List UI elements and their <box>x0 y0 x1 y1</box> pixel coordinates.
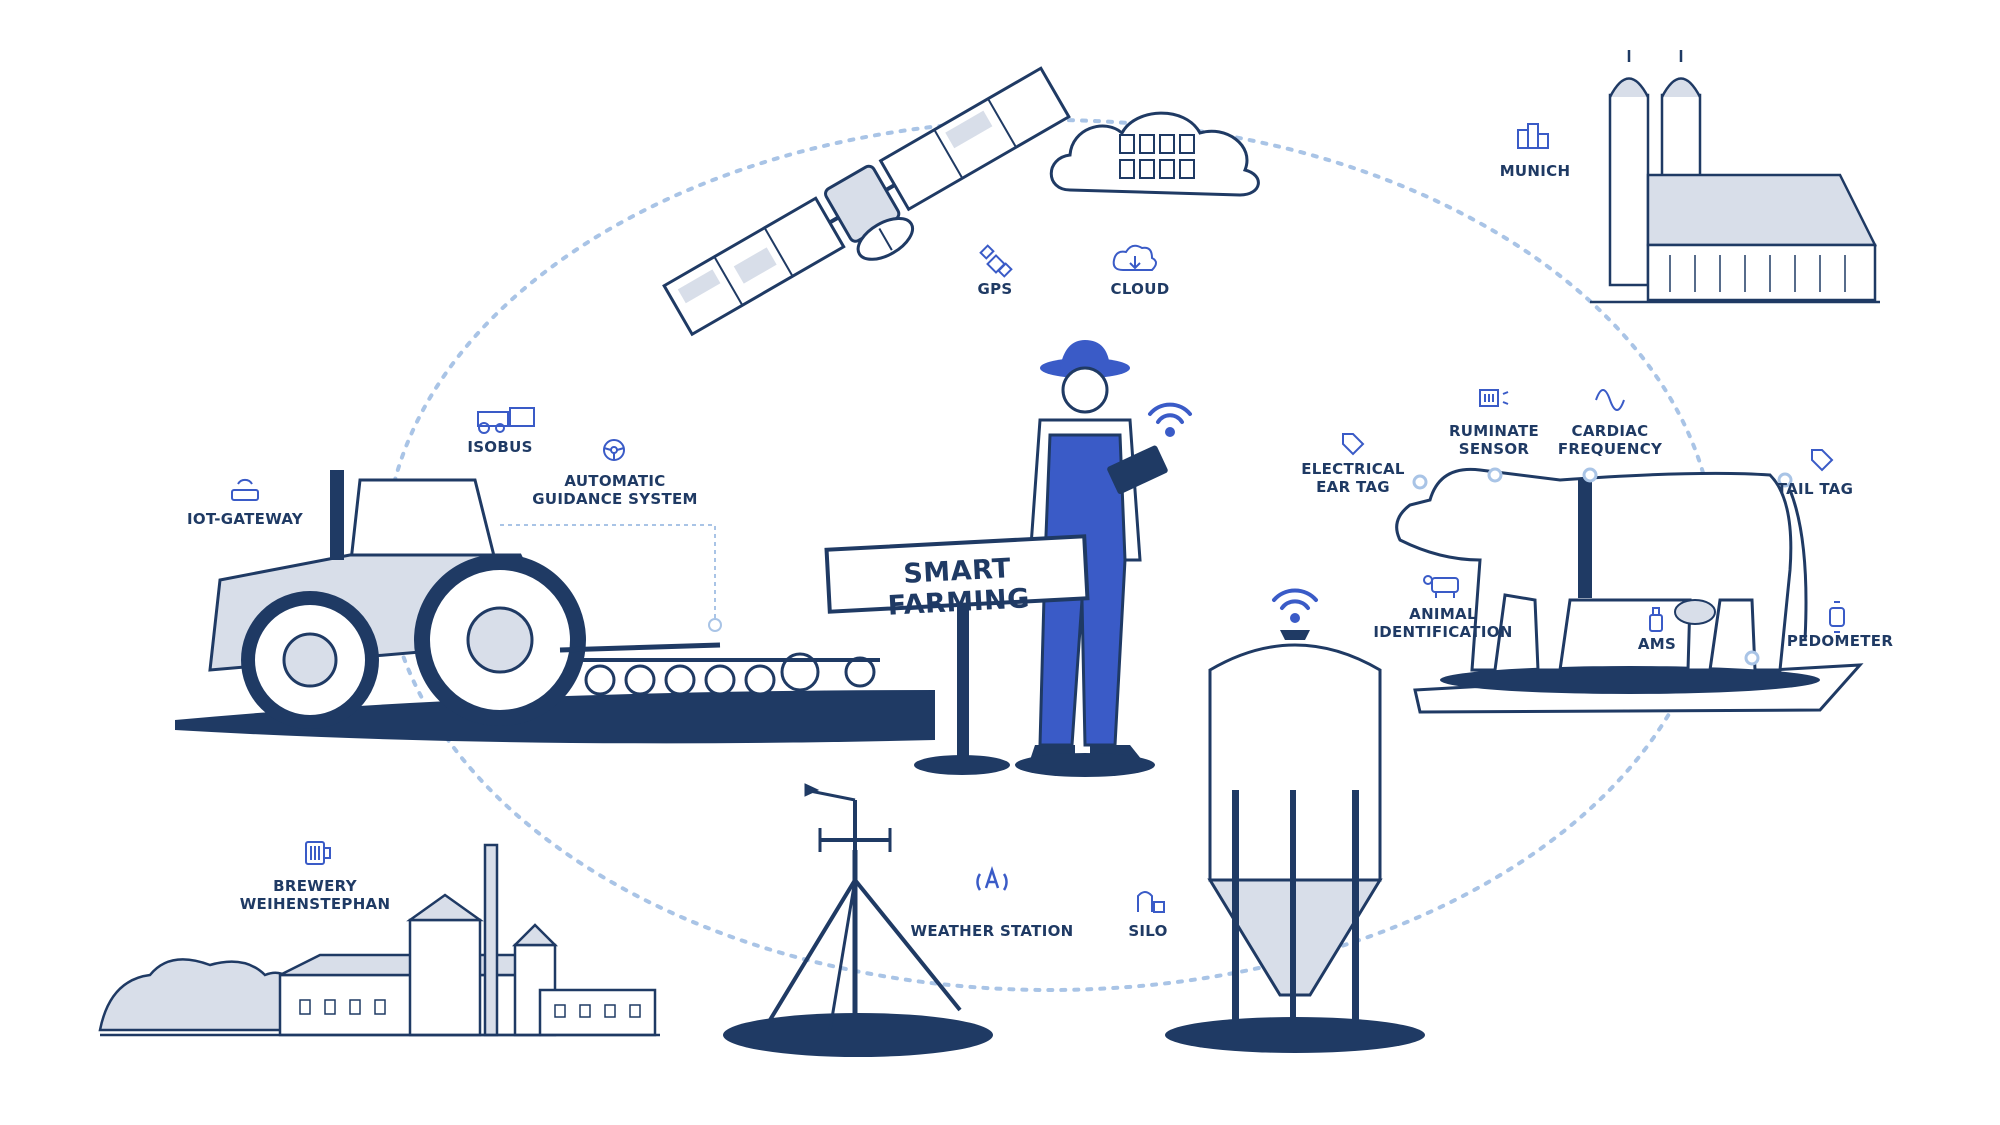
label-weather-station: WEATHER STATION <box>910 922 1074 940</box>
smart-farming-sign <box>824 534 1090 775</box>
tractor <box>175 470 935 744</box>
label-pedometer: PEDOMETER <box>1786 632 1894 650</box>
silo-icon <box>1137 891 1165 913</box>
label-cloud: CLOUD <box>1110 280 1170 298</box>
munich-cathedral <box>1590 50 1880 304</box>
bottle-icon <box>1649 607 1663 632</box>
label-silo: SILO <box>1128 922 1168 940</box>
satellite-icon <box>979 244 1013 278</box>
antenna-icon <box>976 866 1008 891</box>
label-ams: AMS <box>1637 635 1677 653</box>
watch-icon <box>1829 601 1845 633</box>
tractor-icon <box>477 407 535 434</box>
router-icon <box>231 478 259 501</box>
weather-station <box>723 783 993 1057</box>
wifi-icon <box>1148 402 1192 437</box>
steering-wheel-icon <box>603 439 625 461</box>
cow-platform <box>1395 467 1864 714</box>
sign-text: SMART FARMING <box>886 553 1031 622</box>
label-iot-gateway: IOT-GATEWAY <box>186 510 304 528</box>
beer-mug-icon <box>305 841 331 865</box>
wave-icon <box>1595 389 1625 411</box>
tag-icon <box>1342 433 1365 456</box>
label-isobus: ISOBUS <box>467 438 533 456</box>
brewery-weihenstephan <box>98 843 660 1037</box>
label-munich: MUNICH <box>1499 162 1571 180</box>
sensor-icon <box>1479 389 1509 407</box>
label-tail-tag: TAIL TAG <box>1776 480 1854 498</box>
cow-icon <box>1423 575 1459 598</box>
tag-icon <box>1811 449 1834 472</box>
silo <box>1165 630 1425 1053</box>
cloud-download-icon <box>1112 244 1157 271</box>
cloud-shape <box>1049 111 1260 197</box>
farmer <box>1015 340 1168 777</box>
city-icon <box>1517 123 1549 149</box>
wifi-icon <box>1272 588 1318 623</box>
label-gps: GPS <box>977 280 1013 298</box>
satellite <box>662 66 1071 337</box>
